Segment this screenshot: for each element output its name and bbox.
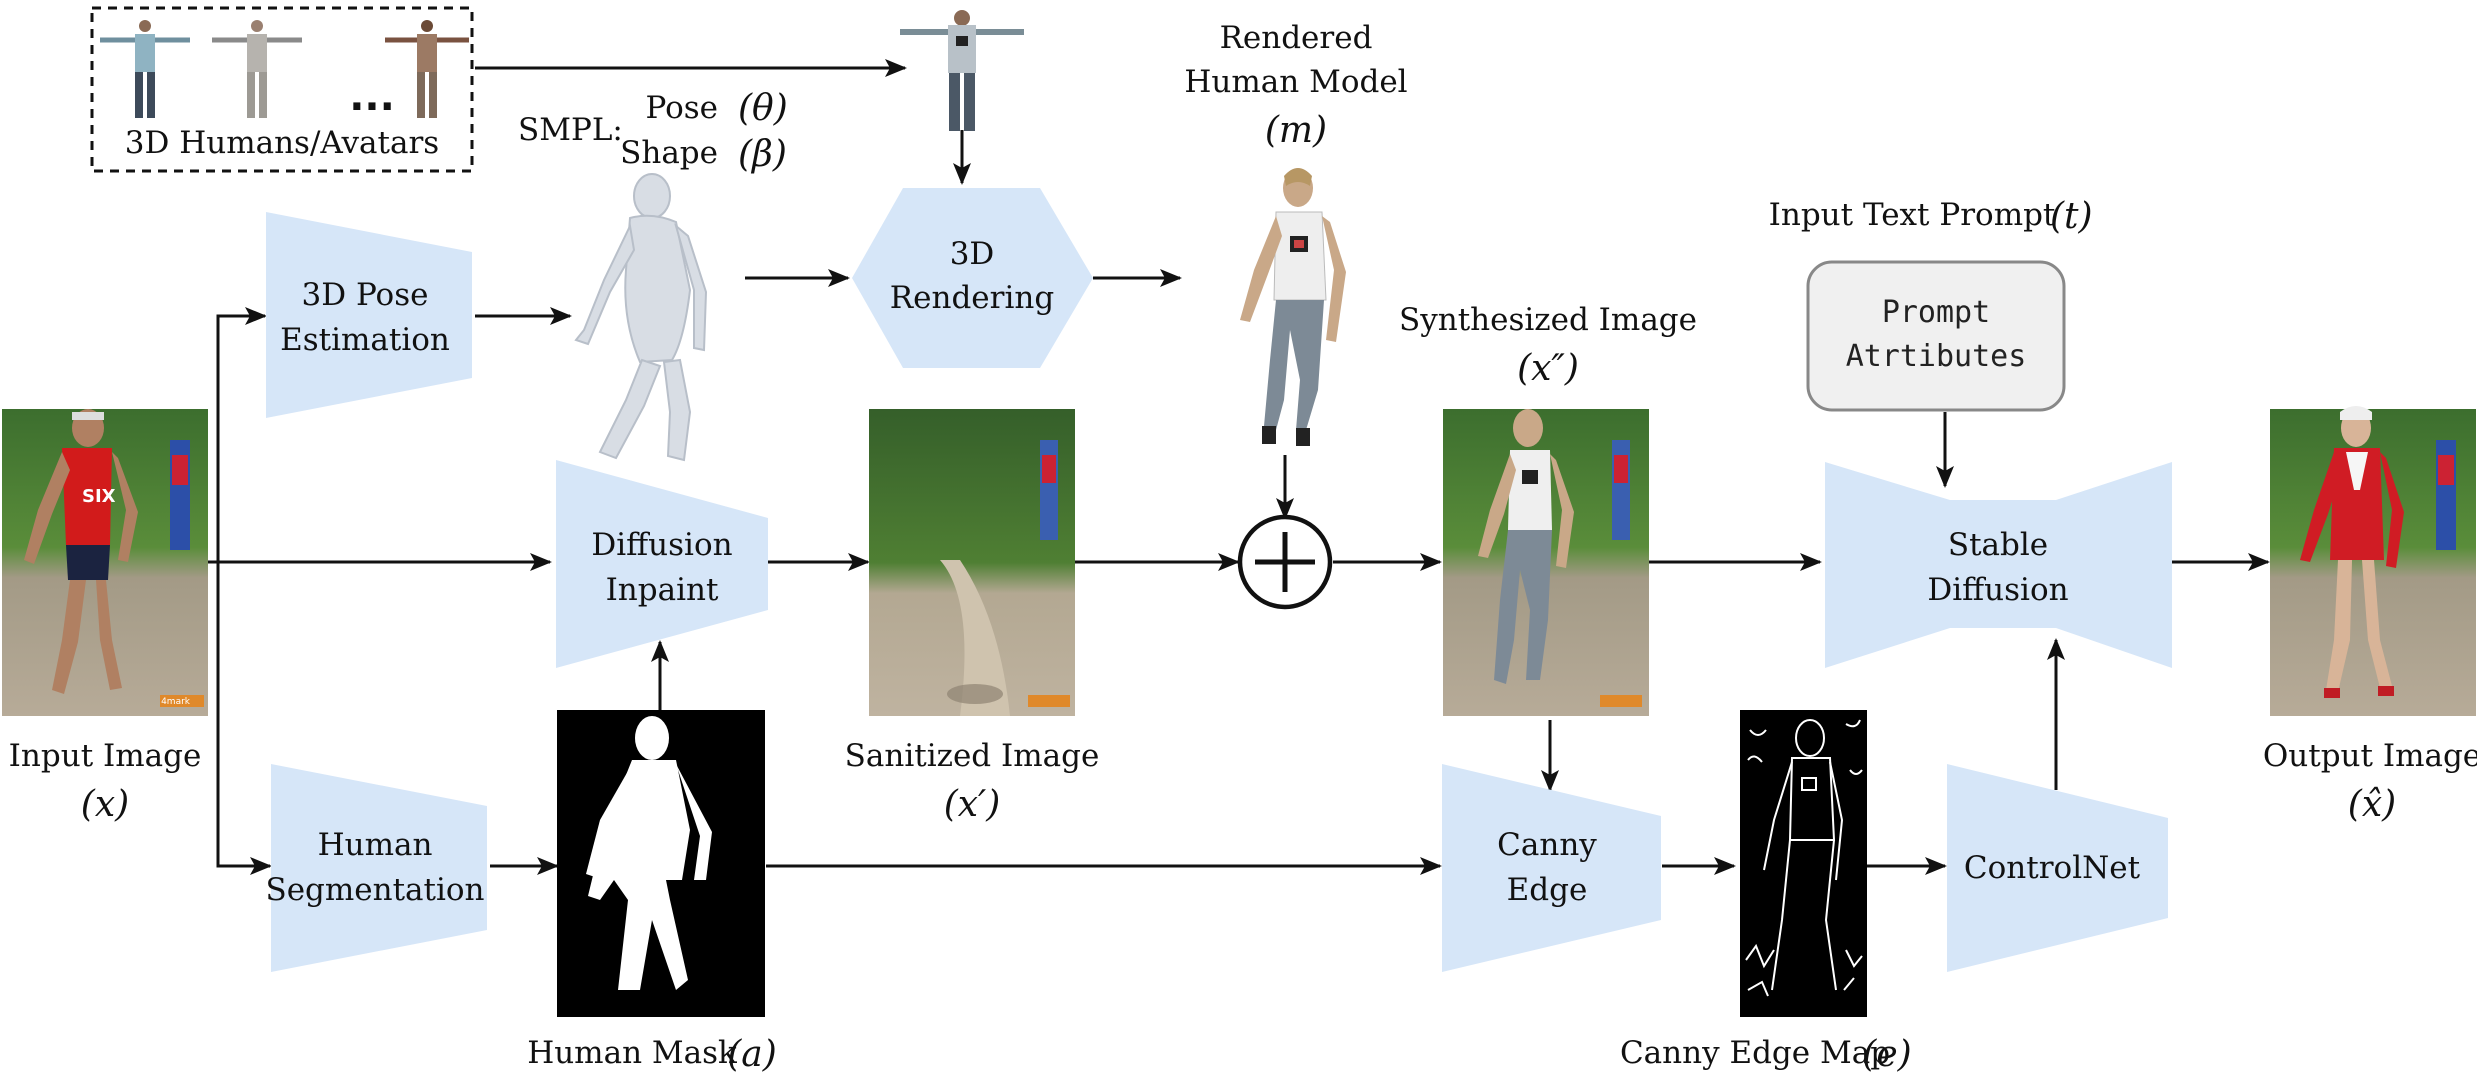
output-image: [2270, 406, 2476, 716]
output-image-label: Output Image: [2263, 738, 2477, 774]
rendered-line1: Rendered: [1220, 20, 1373, 56]
template-avatar: [900, 10, 1024, 131]
avatar-figure: [212, 20, 302, 118]
canny-line1: Canny: [1497, 827, 1597, 863]
pose-symbol: (θ): [738, 88, 788, 129]
avatars-ellipsis: ...: [349, 74, 395, 120]
arrow-input-to-pose: [216, 307, 267, 562]
prompt-box: Prompt Atrtibutes: [1806, 260, 2066, 412]
block-pose-estimation: 3D Pose Estimation: [266, 212, 472, 418]
rendering-line1: 3D: [950, 236, 995, 272]
rendered-symbol: (m): [1265, 110, 1327, 151]
block-3d-rendering: 3D Rendering: [852, 188, 1093, 368]
synth-image-symbol: (x″): [1517, 348, 1579, 389]
arrow-input-to-segmentation: [216, 562, 272, 875]
rendering-line2: Rendering: [890, 280, 1054, 316]
segmentation-line1: Human: [318, 827, 433, 863]
block-human-segmentation: Human Segmentation: [265, 764, 487, 972]
avatars-panel: ... 3D Humans/Avatars: [90, 6, 474, 173]
synth-image-label: Synthesized Image: [1399, 302, 1697, 338]
edge-map-symbol: (e): [1862, 1034, 1911, 1075]
canny-edge-map-image: [1740, 710, 1867, 1017]
input-image-symbol: (x): [81, 784, 129, 825]
block-controlnet: ControlNet: [1947, 764, 2168, 972]
input-image-label: Input Image: [9, 738, 202, 774]
pose-est-line2: Estimation: [280, 322, 450, 358]
human-mask-image: [557, 710, 765, 1017]
shape-symbol: (β): [738, 134, 787, 175]
edge-map-label: Canny Edge Map: [1620, 1035, 1890, 1071]
synthesized-image: [1443, 409, 1649, 716]
sanitized-image-label: Sanitized Image: [845, 738, 1100, 774]
avatar-figure: [385, 20, 469, 118]
input-watermark: 4mark: [161, 697, 191, 707]
rendered-human-figure: [1240, 168, 1346, 446]
prompt-title: Input Text Prompt: [1769, 197, 2056, 233]
block-diffusion-inpaint: Diffusion Inpaint: [556, 460, 768, 668]
output-image-symbol: (x̂): [2348, 784, 2396, 825]
sum-operator: [1237, 514, 1333, 610]
input-image: SIX: [2, 409, 208, 716]
inpaint-line2: Inpaint: [606, 572, 719, 608]
avatar-figure: [100, 20, 190, 118]
input-bib-text: SIX: [82, 486, 116, 507]
rendered-line2: Human Model: [1184, 64, 1407, 100]
avatars-label: 3D Humans/Avatars: [125, 125, 439, 161]
controlnet-label: ControlNet: [1964, 850, 2141, 886]
arrows: [208, 59, 2270, 875]
prompt-symbol: (t): [2050, 196, 2093, 237]
stable-line1: Stable: [1948, 527, 2048, 563]
block-stable-diffusion: Stable Diffusion: [1825, 462, 2172, 668]
block-canny-edge: Canny Edge: [1442, 764, 1661, 972]
pose-label: Pose: [645, 90, 718, 126]
smpl-label: SMPL:: [518, 112, 623, 148]
sanitized-image-symbol: (x′): [944, 784, 1001, 825]
segmentation-line2: Segmentation: [265, 872, 484, 908]
canny-line2: Edge: [1507, 872, 1588, 908]
sanitized-image: [869, 409, 1075, 716]
smpl-body-figure: [574, 173, 708, 462]
stable-line2: Diffusion: [1927, 572, 2068, 608]
inpaint-line1: Diffusion: [591, 527, 732, 563]
mask-label: Human Mask: [527, 1035, 737, 1071]
shape-label: Shape: [620, 135, 718, 171]
pose-est-line1: 3D Pose: [302, 277, 429, 313]
mask-symbol: (a): [727, 1034, 777, 1075]
prompt-line2: Atrtibutes: [1846, 339, 2027, 374]
avatars-box: [90, 6, 474, 173]
prompt-line1: Prompt: [1882, 295, 1990, 330]
